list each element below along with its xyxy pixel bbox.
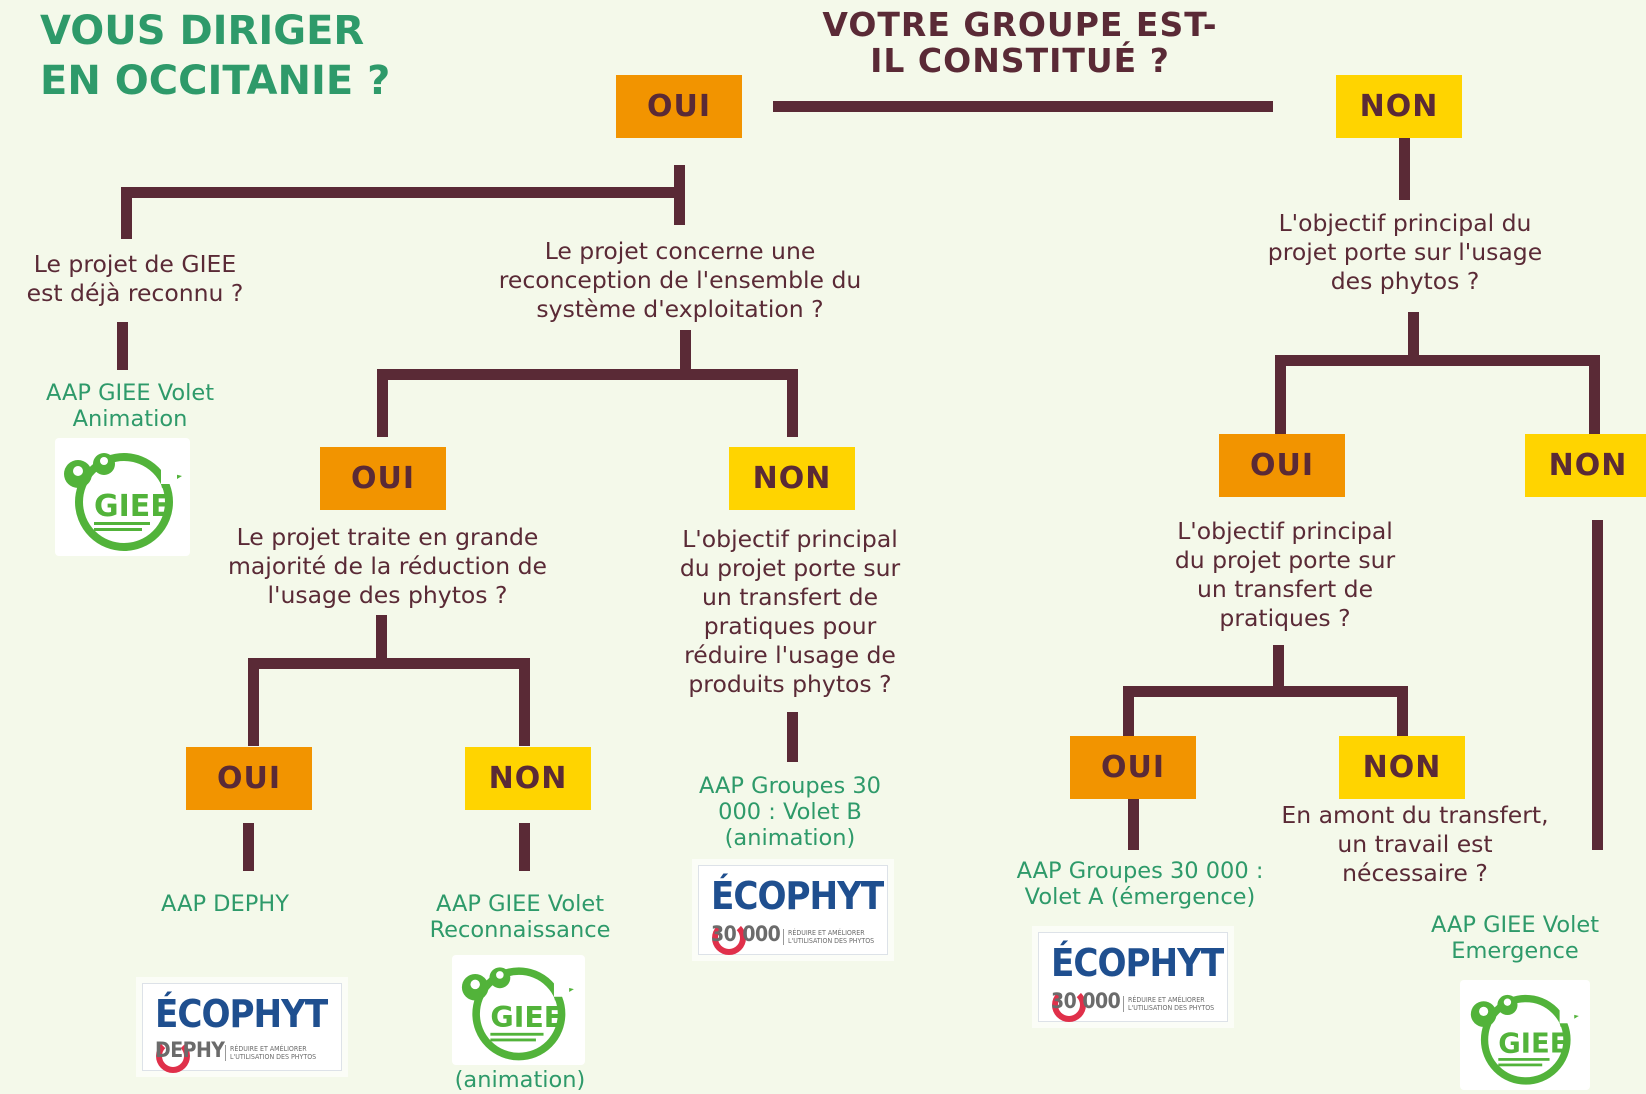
node-non-groupe: NON [1336, 75, 1462, 138]
connector-non1-down [1399, 138, 1410, 200]
connector-oui5-down [1123, 686, 1134, 738]
connector-reduction-down [376, 615, 387, 667]
root-question: VOTRE GROUPE EST- IL CONSTITUÉ ? [822, 5, 1218, 80]
result-groupes-volet-a: AAP Groupes 30 000 : Volet A (émergence) [1016, 858, 1264, 910]
connector-non4-long [1592, 520, 1603, 850]
result-giee-emergence: AAP GIEE Volet Emergence [1430, 912, 1600, 964]
node-non-reconception: NON [729, 447, 855, 510]
connector-non3-down [519, 658, 530, 746]
node-oui-reduction: OUI [186, 747, 312, 810]
ecophyto-30000-logo-b: ÉCOPHYT 30 000 RÉDUIRE ET AMÉLIORER L'UT… [698, 865, 888, 955]
connector-non4-down [1589, 355, 1600, 435]
connector-oui2-down [377, 369, 388, 437]
connector-transfer-down [1273, 645, 1284, 695]
result-giee-reconnaissance: AAP GIEE Volet Reconnaissance [429, 891, 611, 943]
node-oui-groupe: OUI [616, 75, 742, 138]
node-oui-reconception: OUI [320, 447, 446, 510]
result-dephy: AAP DEPHY [161, 891, 289, 917]
connector-phyto-usage-down [1408, 312, 1419, 364]
giee-logo-animation: GIEE [64, 453, 182, 551]
connector-oui3-down [248, 658, 259, 746]
svg-text:GIEE: GIEE [94, 489, 171, 524]
node-non-reduction: NON [465, 747, 591, 810]
question-transfer: L'objectif principal du projet porte sur… [1174, 517, 1396, 632]
connector-transfer-horizontal [1123, 686, 1408, 697]
node-non-transfer: NON [1339, 736, 1465, 799]
svg-text:GIEE: GIEE [1498, 1029, 1568, 1060]
connector-oui3-result [243, 823, 254, 871]
node-oui-transfer: OUI [1070, 736, 1196, 799]
connector-oui1-horizontal [121, 187, 685, 198]
result-giee-animation: AAP GIEE Volet Animation [45, 380, 215, 432]
ecophyto-30000-logo-a: ÉCOPHYT 30 000 RÉDUIRE ET AMÉLIORER L'UT… [1038, 932, 1228, 1022]
connector-non5-down [1397, 686, 1408, 738]
question-giee-recognized: Le projet de GIEE est déjà reconnu ? [26, 250, 244, 307]
result-groupes-volet-b: AAP Groupes 30 000 : Volet B (animation) [699, 773, 881, 851]
giee-logo-emergence: GIEE [1470, 994, 1579, 1085]
page-title: VOUS DIRIGER EN OCCITANIE ? [40, 8, 391, 104]
question-phyto-usage: L'objectif principal du projet porte sur… [1267, 209, 1543, 295]
result-giee-animation-note: (animation) [454, 1067, 586, 1093]
question-transfer-reduce: L'objectif principal du projet porte sur… [679, 525, 901, 698]
giee-logo-reconnaissance: GIEE [461, 967, 574, 1061]
node-oui-phyto-usage: OUI [1219, 434, 1345, 497]
connector-transfer-reduce-result [787, 712, 798, 762]
connector-oui5-result [1128, 798, 1139, 850]
question-reduction: Le projet traite en grande majorité de l… [228, 523, 547, 609]
connector-root-horizontal [773, 101, 1273, 112]
connector-reconception-horizontal [377, 369, 798, 380]
connector-non3-result [519, 823, 530, 871]
question-reconception: Le projet concerne une reconception de l… [498, 237, 862, 323]
question-upstream: En amont du transfert, un travail est né… [1281, 801, 1549, 887]
connector-left-down [121, 187, 132, 239]
connector-reconception-down [680, 330, 691, 378]
ecophyto-dephy-logo: ÉCOPHYT DEPHY RÉDUIRE ET AMÉLIORER L'UTI… [142, 983, 342, 1073]
connector-phyto-usage-horizontal [1275, 355, 1600, 366]
connector-reduction-horizontal [248, 658, 530, 669]
connector-giee-recognized-down [117, 322, 128, 370]
connector-oui4-down [1275, 355, 1286, 435]
node-non-phyto-usage: NON [1525, 434, 1646, 497]
svg-text:GIEE: GIEE [490, 1001, 563, 1034]
connector-non2-down [787, 369, 798, 437]
